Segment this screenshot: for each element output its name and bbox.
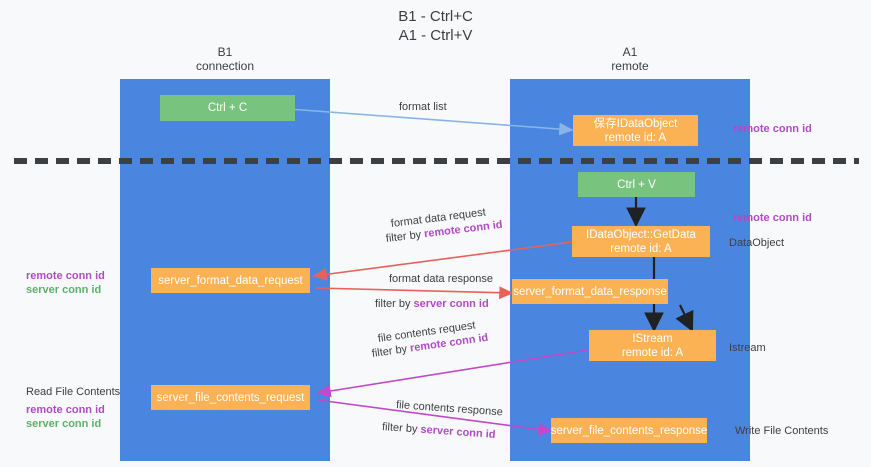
column-header-b1: B1 connection (195, 45, 255, 73)
edge-label-format-data-response: format data response (389, 273, 493, 285)
node-save-idataobject[interactable]: 保存IDataObject remote id: A (573, 115, 698, 146)
annotation-left-remote-conn-id-bottom: remote conn id (26, 404, 105, 416)
annotation-remote-conn-id-top: remote conn id (733, 123, 812, 135)
edge-label-format-list: format list (399, 101, 447, 113)
node-server-file-contents-response[interactable]: server_file_contents_response (551, 418, 707, 443)
node-ctrl-v[interactable]: Ctrl + V (578, 172, 695, 197)
edge-label-format-data-response-filter: filter by server conn id (375, 297, 489, 312)
node-server-format-data-request[interactable]: server_format_data_request (151, 268, 310, 293)
filter-key-server-conn-id: server conn id (413, 298, 489, 310)
edge-format-data-response (315, 286, 514, 300)
filter-prefix: filter by (381, 421, 421, 436)
annotation-dataobject: DataObject (729, 237, 785, 249)
filter-key-server-conn-id: server conn id (420, 423, 496, 441)
annotation-left-server-conn-id-mid: server conn id (26, 284, 102, 296)
annotation-istream: Istream (729, 342, 766, 354)
node-server-file-contents-request[interactable]: server_file_contents_request (151, 385, 310, 410)
diagram-title: B1 - Ctrl+C A1 - Ctrl+V (398, 8, 473, 44)
filter-prefix: filter by (385, 228, 425, 245)
annotation-left-server-conn-id-bottom: server conn id (26, 418, 102, 430)
edge-label-file-contents-response: file contents response (395, 399, 504, 419)
annotation-read-file-contents: Read File Contents (26, 386, 121, 398)
filter-prefix: filter by (371, 342, 411, 360)
annotation-remote-conn-id-mid: remote conn id (733, 212, 812, 224)
annotation-left-remote-conn-id-mid: remote conn id (26, 270, 105, 282)
edge-label-file-contents-response-filter: filter by server conn id (381, 420, 496, 443)
column-header-a1: A1 remote (611, 45, 649, 73)
node-server-format-data-response[interactable]: server_format_data_response (512, 279, 668, 304)
filter-prefix: filter by (375, 298, 414, 310)
annotation-write-file-contents: Write File Contents (735, 425, 829, 437)
phase-separator-dashed-line (14, 158, 859, 164)
node-istream[interactable]: IStream remote id: A (589, 330, 716, 361)
node-idataobject-getdata[interactable]: IDataObject::GetData remote id: A (572, 226, 710, 257)
node-ctrl-c[interactable]: Ctrl + C (160, 95, 295, 121)
